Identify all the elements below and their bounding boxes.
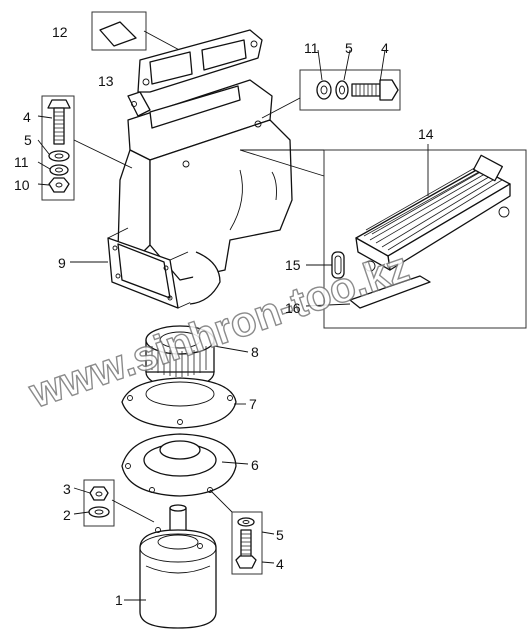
part-2-washer (88, 506, 110, 518)
fastener-frame-left (41, 95, 75, 201)
leader-11a (317, 49, 323, 81)
leader-8 (213, 345, 249, 353)
leader-10 (37, 183, 50, 186)
fastener-frame-lower-right (231, 511, 263, 575)
part-5-washer-left (48, 150, 70, 162)
part-14-radiator (349, 154, 511, 309)
callout-c6: 6 (251, 457, 259, 473)
part-4-bolt-top (351, 79, 399, 101)
part-4-bolt-lower (235, 529, 257, 569)
callout-c11b: 11 (14, 154, 29, 170)
callout-c7: 7 (249, 396, 257, 412)
callout-c16: 16 (285, 300, 301, 316)
callout-c10: 10 (14, 177, 30, 193)
callout-c11a: 11 (304, 40, 319, 56)
part-13-bracket (127, 29, 263, 117)
leader-fastener-top (261, 97, 301, 119)
callout-c1: 1 (115, 592, 123, 608)
part-1-motor (139, 504, 217, 629)
leader-5c (261, 531, 275, 535)
fastener-frame-lower-left (83, 479, 115, 527)
leader-11b (37, 161, 51, 170)
callout-c12: 12 (52, 24, 68, 40)
part-6-mount-plate (121, 433, 237, 497)
part-4-bolt-left (47, 99, 71, 145)
callout-c5b: 5 (24, 132, 32, 148)
callout-c5a: 5 (345, 40, 353, 56)
leader-4a (379, 49, 386, 83)
callout-c5c: 5 (276, 527, 284, 543)
leader-16 (305, 303, 351, 307)
leader-5a (343, 49, 351, 81)
fastener-frame-top (299, 69, 401, 111)
part-5-washer-top (335, 80, 349, 100)
leader-6 (221, 461, 249, 465)
part-10-nut-left (48, 177, 70, 193)
callout-c9: 9 (58, 255, 66, 271)
part-11-washer-top (316, 80, 332, 100)
callout-c13: 13 (98, 73, 114, 89)
callout-c2: 2 (63, 507, 71, 523)
callout-c15: 15 (285, 257, 301, 273)
leader-fastener-lower-left (111, 499, 155, 523)
part-9-heater-housing (107, 79, 293, 309)
callout-c8: 8 (251, 344, 259, 360)
part-12-frame (91, 11, 147, 51)
leader-fastener-lower-right (209, 489, 233, 513)
callout-c4b: 4 (23, 109, 31, 125)
leader-5b (37, 139, 50, 155)
leader-4c (261, 561, 275, 564)
leader-inset-b (239, 149, 325, 177)
part-3-nut (89, 486, 109, 501)
leader-fastener-left (73, 139, 133, 169)
callout-c3: 3 (63, 481, 71, 497)
leader-3 (73, 487, 91, 494)
radiator-inset-frame (323, 149, 527, 329)
leader-2 (73, 511, 90, 515)
callout-c14: 14 (418, 126, 434, 142)
part-11-washer-left (49, 164, 69, 176)
part-12-gasket (99, 21, 137, 47)
callout-c4c: 4 (276, 556, 284, 572)
part-7-motor-flange (121, 377, 237, 429)
part-5-washer-lower (237, 517, 255, 527)
callout-c4a: 4 (381, 40, 389, 56)
leader-4b (37, 115, 53, 119)
